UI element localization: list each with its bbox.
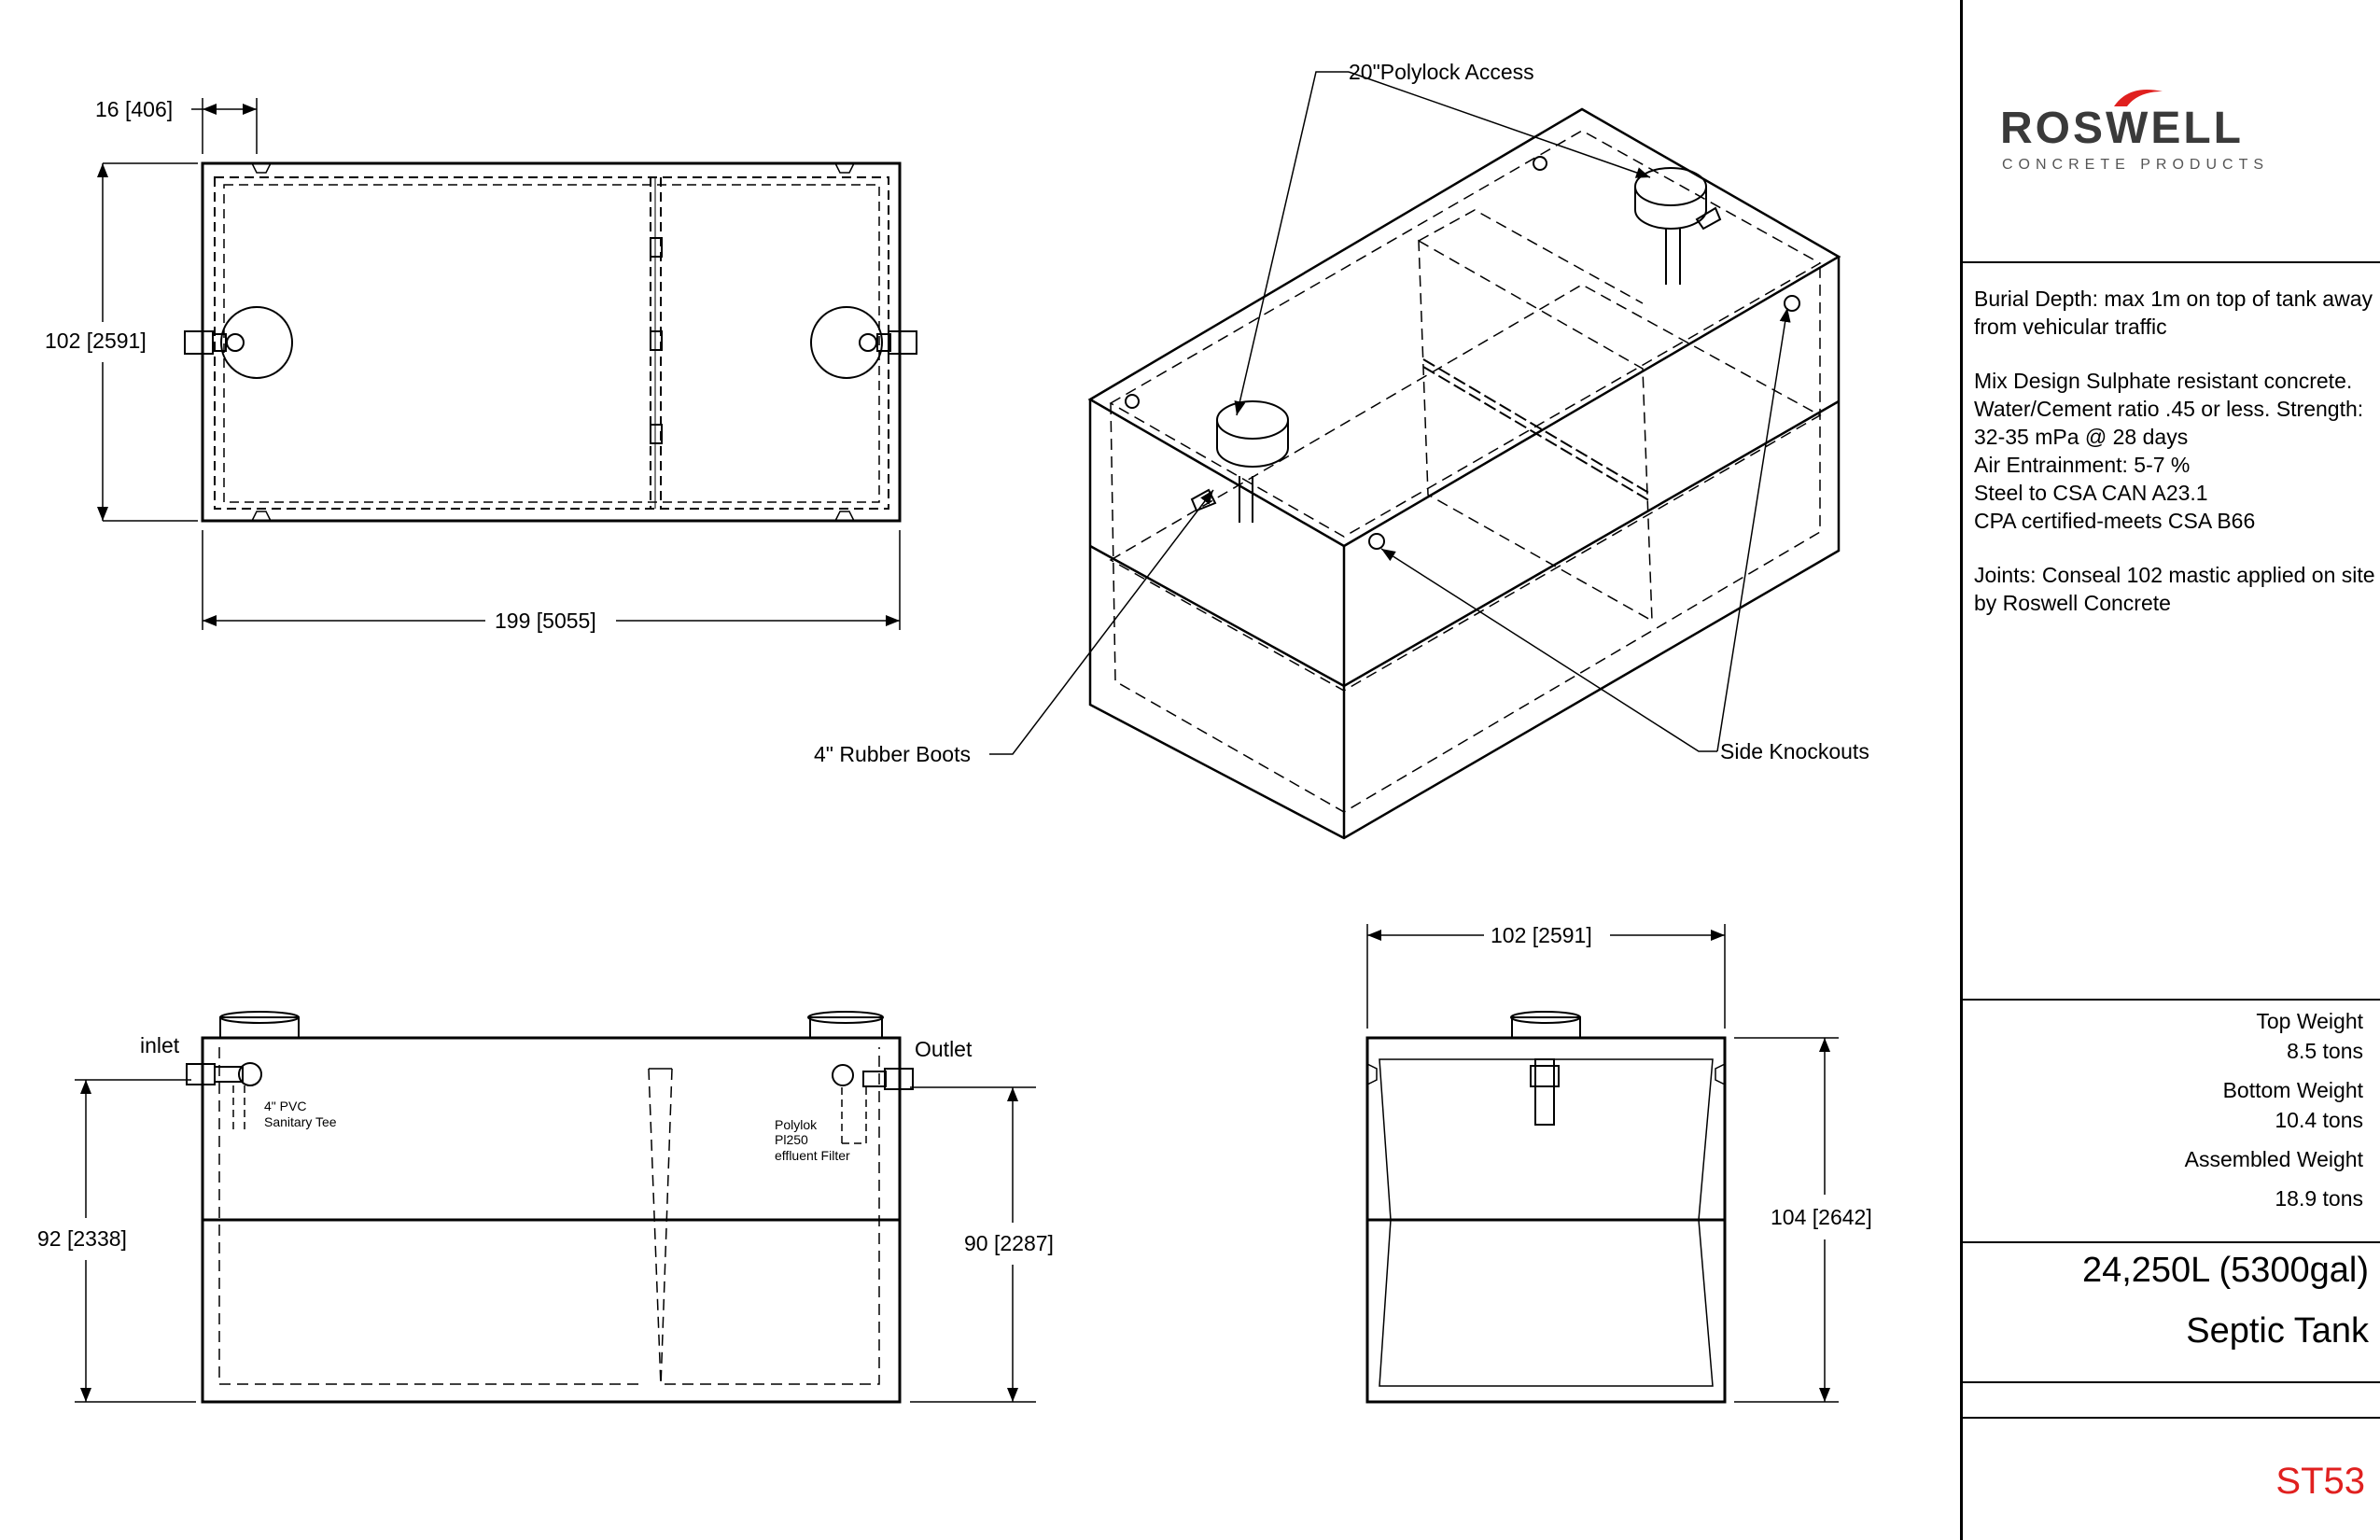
filter-label-1: Polylok [775,1117,818,1132]
tank-type: Septic Tank [2186,1311,2369,1351]
plan-view [97,98,917,630]
side-view [75,1011,1036,1404]
tee-label-1: 4" PVC [264,1099,306,1113]
logo-tagline: CONCRETE PRODUCTS [2002,157,2270,173]
logo-mark-icon [2114,90,2163,106]
end-dim-height: 104 [2642] [1771,1205,1872,1229]
plan-inlet-manhole [220,306,293,379]
iso-access-riser-rear [1634,167,1722,285]
logo-name: ROSWELL [2000,104,2244,153]
company-logo: ROSWELL CONCRETE PRODUCTS [2000,75,2308,177]
bottom-weight-value: 10.4 tons [2275,1108,2363,1132]
filter-label-2: Pl250 [775,1132,808,1147]
top-weight-value: 8.5 tons [2287,1039,2363,1063]
plan-dim-wall: 16 [406] [95,97,173,121]
top-weight-label: Top Weight [2256,1009,2363,1033]
iso-outer-box [1087,107,1841,548]
title-block: ROSWELL CONCRETE PRODUCTS Burial Depth: … [1960,0,2380,1540]
plan-outer-wall [201,161,902,523]
tank-drawing: 16 [406] 102 [2591] 199 [5055] [37,60,1872,1404]
filter-label-3: effluent Filter [775,1148,850,1163]
general-notes: Burial Depth: max 1m on top of tank away… [1974,285,2375,643]
end-view [1365,924,1839,1404]
tee-label-2: Sanitary Tee [264,1114,337,1129]
plan-outlet-manhole [810,306,883,379]
tank-capacity: 24,250L (5300gal) [2081,1251,2369,1290]
assembled-weight-value: 18.9 tons [2275,1186,2363,1211]
bottom-weight-label: Bottom Weight [2222,1078,2363,1102]
plan-inner-wall [214,176,889,510]
side-dim-inlet-height: 92 [2338] [37,1226,127,1251]
weights-table: Top Weight 8.5 tons Bottom Weight 10.4 t… [2185,1006,2363,1213]
side-dim-outlet-height: 90 [2287] [964,1231,1054,1255]
iso-view [989,71,1841,840]
callout-side-knockouts: Side Knockouts [1720,739,1869,763]
plan-dim-length: 199 [5055] [495,609,596,633]
note-joints: Joints: Conseal 102 mastic applied on si… [1974,563,2375,615]
drawing-number: ST53 [2275,1461,2365,1502]
iso-access-riser-front [1190,400,1289,523]
end-dim-width: 102 [2591] [1491,923,1592,947]
outlet-label: Outlet [915,1037,973,1061]
inlet-label: inlet [140,1033,180,1057]
note-mix-design: Mix Design Sulphate resistant concrete. … [1974,369,2364,533]
callout-polylock-access: 20"Polylock Access [1349,60,1534,84]
callout-rubber-boots: 4" Rubber Boots [814,742,971,766]
note-burial-depth: Burial Depth: max 1m on top of tank away… [1974,287,2373,339]
iso-joint [1089,399,1840,688]
assembled-weight-label: Assembled Weight [2184,1147,2363,1171]
plan-dim-width: 102 [2591] [45,329,147,353]
